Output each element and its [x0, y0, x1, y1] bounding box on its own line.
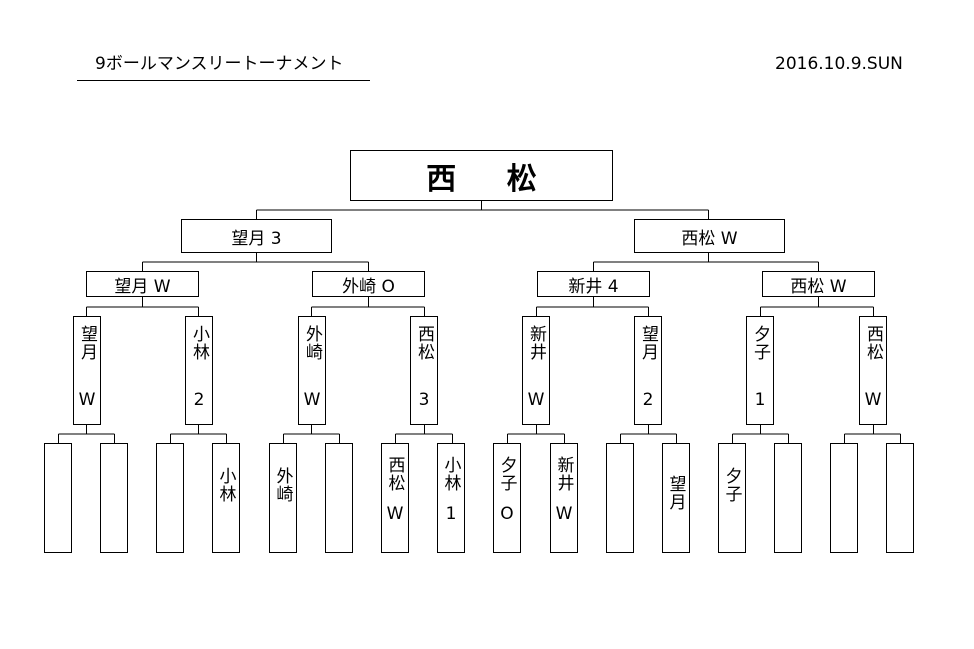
title-underline	[77, 80, 370, 81]
round16-box: 望月 2	[634, 316, 662, 425]
round16-box: 西松 3	[410, 316, 438, 425]
quarterfinal-box: 望月 W	[86, 271, 199, 297]
round16-box: 西松 W	[859, 316, 887, 425]
first-round-box	[156, 443, 184, 553]
player-name: 西松	[414, 325, 434, 361]
player-name: 小林	[440, 456, 461, 492]
round16-box: 望月 W	[73, 316, 101, 425]
player-name: 望月	[665, 475, 686, 511]
match-result: W	[555, 504, 573, 524]
player-name: 望月	[638, 325, 658, 361]
match-result: 3	[418, 390, 430, 410]
bracket-connector	[395, 425, 453, 443]
match-result: W	[303, 390, 321, 410]
bracket-connector	[283, 425, 340, 443]
player-name: 外崎	[272, 467, 293, 503]
match-result: W	[527, 390, 545, 410]
round16-box: 夕子 1	[746, 316, 774, 425]
first-round-box	[100, 443, 128, 553]
player-name: 西松	[384, 456, 405, 492]
first-round-box: 望月	[662, 443, 690, 553]
bracket-connector	[844, 425, 901, 443]
page-title: 9ボールマンスリートーナメント	[95, 54, 344, 74]
round16-box: 外崎 W	[298, 316, 326, 425]
match-result: W	[386, 504, 404, 524]
player-name: 小林	[215, 467, 236, 503]
first-round-box	[44, 443, 72, 553]
first-round-box: 夕子 O	[493, 443, 521, 553]
player-name: 望月	[77, 325, 97, 361]
round16-box: 小林 2	[185, 316, 213, 425]
match-result: W	[78, 390, 96, 410]
bracket-connector	[170, 425, 227, 443]
player-name: 新井	[553, 456, 574, 492]
semifinal-box: 西松 W	[634, 219, 785, 253]
champion-box: 西 松	[350, 150, 613, 201]
match-result: 1	[754, 390, 766, 410]
first-round-box: 西松 W	[381, 443, 409, 553]
bracket-connector	[142, 253, 369, 271]
bracket-connector	[58, 425, 115, 443]
match-result: O	[500, 504, 514, 524]
bracket-connector	[507, 425, 565, 443]
quarterfinal-box: 西松 W	[762, 271, 875, 297]
first-round-box	[886, 443, 914, 553]
first-round-box	[830, 443, 858, 553]
match-result: 2	[642, 390, 654, 410]
bracket-connector	[311, 297, 425, 316]
bracket-connector	[593, 253, 819, 271]
bracket-connector	[536, 297, 649, 316]
semifinal-box: 望月 3	[181, 219, 332, 253]
first-round-box	[774, 443, 802, 553]
first-round-box: 夕子	[718, 443, 746, 553]
bracket-connector	[620, 425, 677, 443]
first-round-box	[325, 443, 353, 553]
event-date: 2016.10.9.SUN	[775, 54, 903, 74]
player-name: 夕子	[750, 325, 770, 361]
player-name: 外崎	[302, 325, 322, 361]
first-round-box: 外崎	[269, 443, 297, 553]
bracket-connector	[760, 297, 874, 316]
first-round-box	[606, 443, 634, 553]
player-name: 夕子	[496, 456, 517, 492]
round16-box: 新井 W	[522, 316, 550, 425]
match-result: 1	[445, 504, 457, 524]
player-name: 新井	[526, 325, 546, 361]
quarterfinal-box: 外崎 O	[312, 271, 425, 297]
quarterfinal-box: 新井 4	[537, 271, 650, 297]
player-name: 夕子	[721, 467, 742, 503]
first-round-box: 小林	[212, 443, 240, 553]
match-result: 2	[193, 390, 205, 410]
match-result: W	[864, 390, 882, 410]
bracket-connector	[732, 425, 789, 443]
bracket-connector	[86, 297, 199, 316]
bracket-connector	[256, 201, 709, 219]
player-name: 小林	[189, 325, 209, 361]
first-round-box: 新井 W	[550, 443, 578, 553]
player-name: 西松	[863, 325, 883, 361]
first-round-box: 小林 1	[437, 443, 465, 553]
